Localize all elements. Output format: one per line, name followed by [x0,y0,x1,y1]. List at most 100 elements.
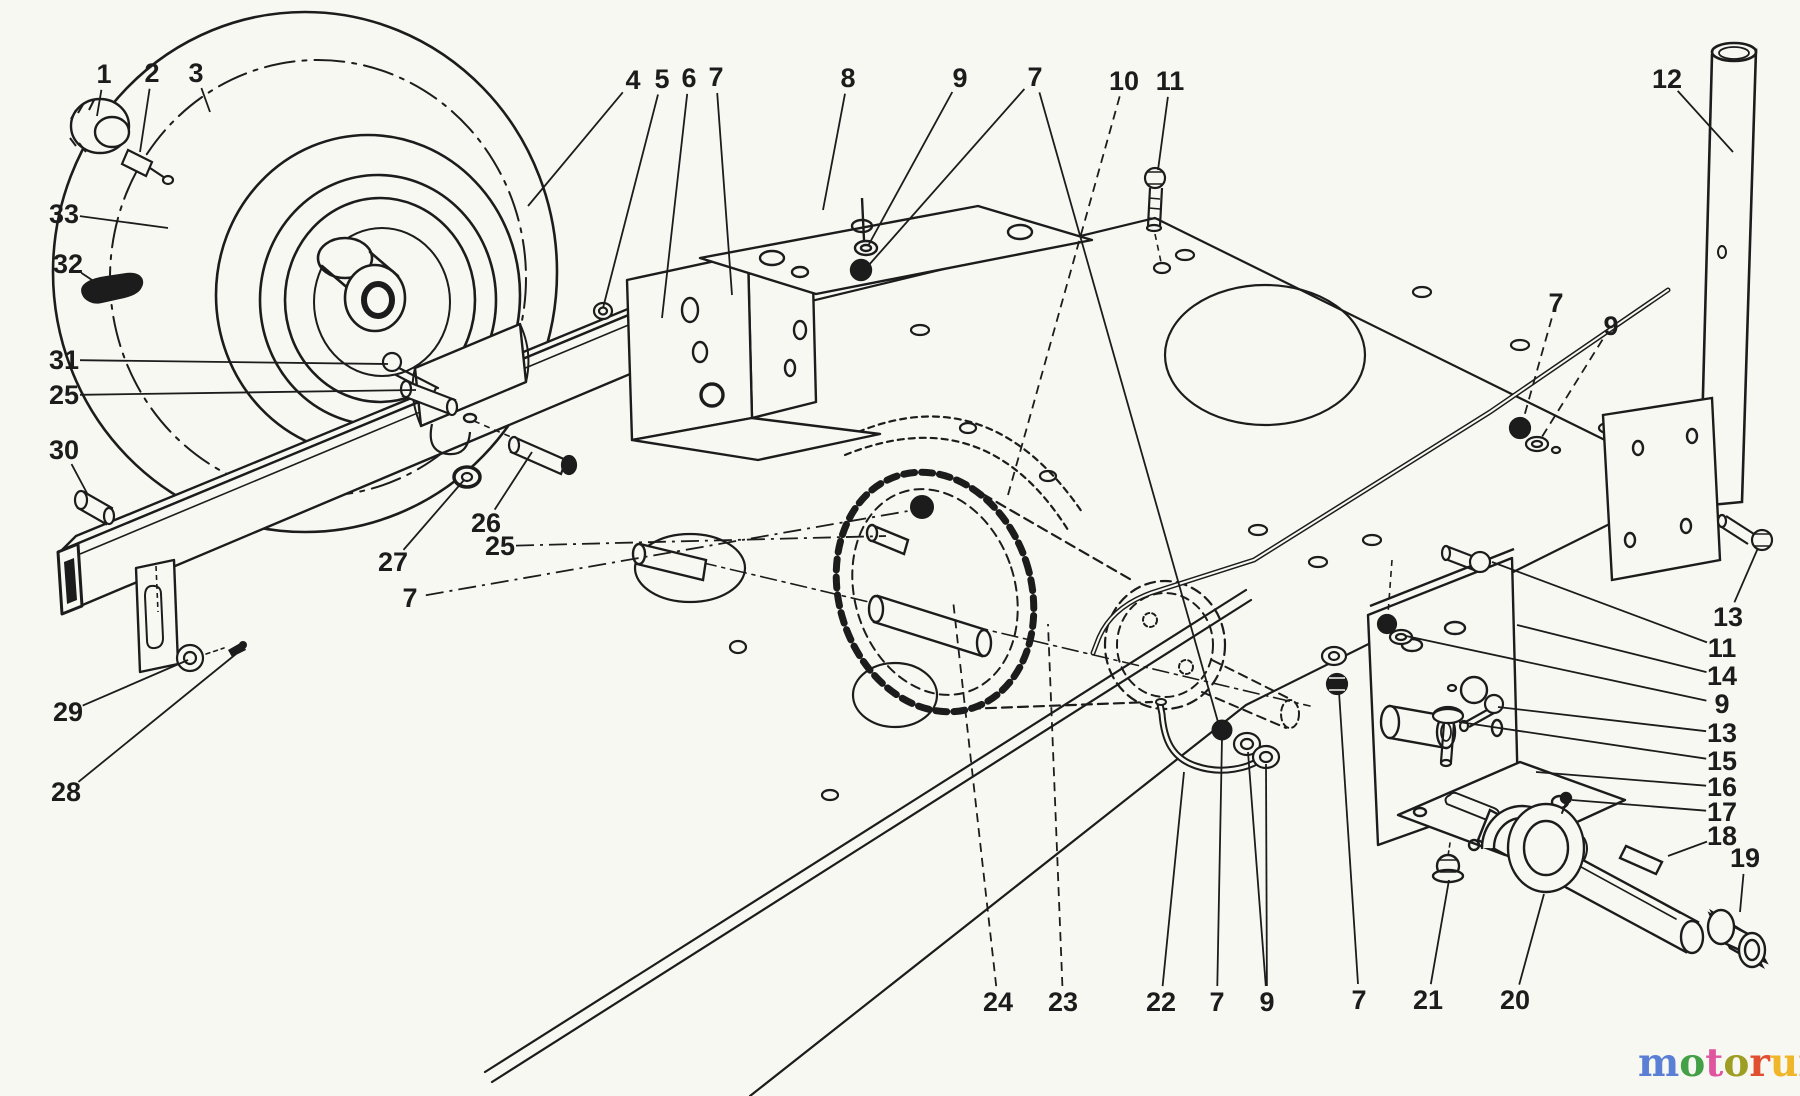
callout-c7d: 7 [1351,985,1366,1015]
leader-line-c19 [1739,873,1745,913]
leader-line-c20 [1518,893,1545,985]
bracket-top-plate [698,197,1094,296]
support-pole-12 [1698,41,1758,508]
callout-c7f: 7 [402,583,417,613]
pivot-tube [1379,704,1457,750]
valve-stem [120,148,175,186]
spacer-19 [1706,908,1769,970]
set-screw-17 [1559,791,1573,814]
callout-c13a: 13 [1713,602,1743,632]
pin-25 [865,523,910,556]
wheel-hub [316,236,407,333]
leader-line-c4 [527,91,624,207]
leader-line-c16 [1535,771,1707,787]
callout-c16: 16 [1707,772,1737,802]
callout-c15: 15 [1707,746,1737,776]
callout-c9e: 9 [1259,987,1274,1017]
callout-c26: 26 [471,508,501,538]
bolt-11b [1440,544,1492,574]
leader-line-c7b [867,88,1026,267]
brand-letter: m [1638,1040,1680,1086]
clevis-pin-15 [1431,705,1465,768]
bracket-8 [625,197,1094,462]
callout-c11b: 11 [1708,633,1737,663]
callout-c14: 14 [1707,661,1737,691]
chain [856,415,1084,514]
leader-line-c25a [79,389,417,396]
leader-line-c7e [1216,737,1223,987]
leader-line-c14 [1516,624,1707,673]
collar-20 [1506,802,1588,894]
deck-large-hole [633,532,747,604]
callout-c8: 8 [840,63,855,93]
callout-c31: 31 [49,345,79,375]
leader-line-c23 [1047,623,1064,987]
bearing-cap [69,97,131,155]
leader-line-c13b [1497,706,1707,733]
leader-line-c32 [80,272,117,297]
leader-line-c15 [1458,721,1707,760]
deck-small-holes [728,248,1619,802]
leader-line-c9e [1265,763,1268,987]
leader-line-c29 [82,659,189,707]
leader-line-c11a [1157,96,1169,171]
leader-line-c5 [602,94,659,309]
callout-c2: 2 [144,58,159,88]
leader-line-c17 [1571,799,1707,812]
callout-c23: 23 [1048,987,1078,1017]
leader-line-c31 [79,359,389,365]
leader-line-c27 [402,479,465,551]
callout-c7a: 7 [708,62,723,92]
key-18 [1618,844,1664,876]
leader-line-c13a [1733,547,1759,603]
leader-line-c6 [661,93,689,319]
bracket-front-face [625,252,754,442]
callout-c32: 32 [53,249,83,279]
callout-c5: 5 [654,64,669,94]
deck-large-hole [851,661,939,729]
bushing-27 [452,465,482,489]
callout-c19: 19 [1730,843,1760,873]
leader-line-c3 [200,87,211,113]
callout-c25b: 25 [485,531,515,561]
callout-c7b: 7 [1027,62,1042,92]
brand-letter: f [1798,1040,1800,1086]
leader-line-c30 [70,463,89,496]
leader-line-c7a [716,92,733,296]
leader-line-c33 [79,215,169,229]
bolt-11 [1143,166,1167,263]
leader-line-c12 [1677,90,1734,153]
leader-line-c9b [1405,635,1707,702]
leader-line-c8 [822,93,846,211]
deck-skirt-edge [483,588,1248,1074]
callout-c9c: 9 [1603,311,1618,341]
hub-face [1103,579,1227,711]
leader-line-c2 [139,88,151,153]
pin-30 [73,489,116,526]
callout-c12: 12 [1652,64,1682,94]
bracket-foot [630,416,882,462]
brand-letter: o [1723,1040,1750,1086]
washer-nut-stack-d [1320,645,1349,696]
brand-letter: u [1769,1040,1799,1086]
callout-c29: 29 [53,697,83,727]
leader-line-c21 [1429,879,1450,985]
brand-logo[interactable]: motoruf'.de [1638,1040,1800,1086]
leader-line-c10 [1007,96,1121,496]
callout-c13b: 13 [1707,718,1737,748]
leader-line-c18 [1667,840,1708,857]
leader-line-c7b [1038,92,1219,723]
screw-28 [228,641,247,657]
callout-c3: 3 [188,58,203,88]
callout-c9b: 9 [1714,689,1729,719]
callout-c6: 6 [681,63,696,93]
callout-c25a: 25 [49,380,79,410]
hardware-left [73,292,745,673]
grip-lever [81,272,144,304]
leader-line-c9e [1247,751,1267,987]
callout-c7e: 7 [1209,987,1224,1017]
nut-washer-stack-right [1508,416,1562,455]
callout-c30: 30 [49,435,79,465]
